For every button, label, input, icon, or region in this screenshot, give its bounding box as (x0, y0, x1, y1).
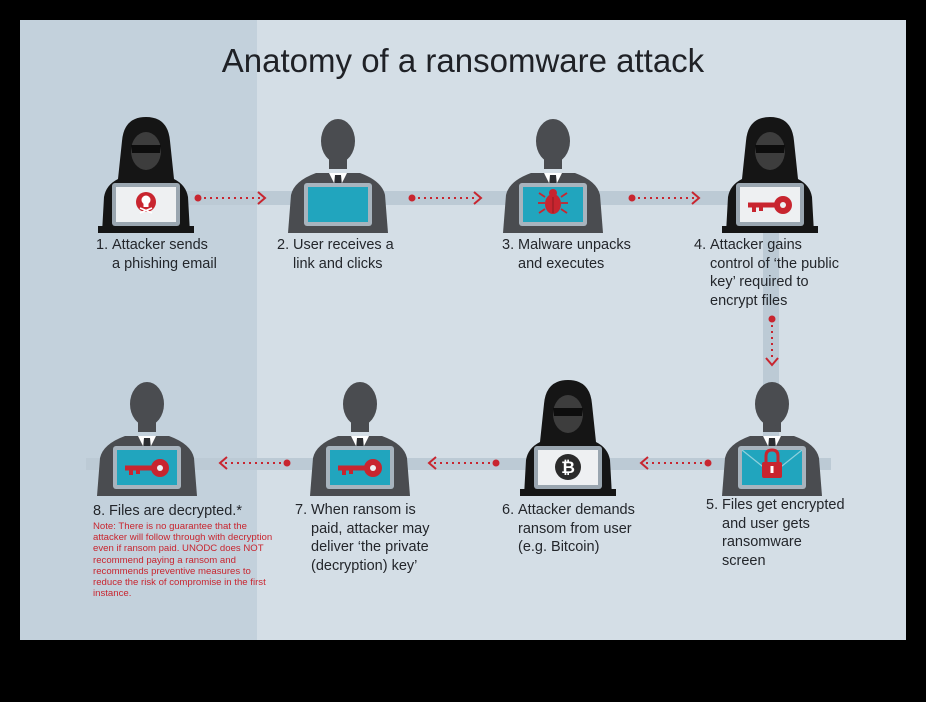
step-number: 4. (694, 237, 707, 253)
step-2-caption: 2. User receives a link and clicks (277, 236, 394, 273)
arrow-6-to-7 (427, 456, 500, 470)
arrow-3-to-4 (628, 191, 701, 205)
arrow-5-to-6 (639, 456, 712, 470)
step-text: Attacker demands ransom from user (e.g. … (518, 502, 635, 555)
arrow-1-to-2 (194, 191, 267, 205)
user-figure-8 (97, 382, 197, 496)
step-text: Files are decrypted.* (109, 503, 242, 519)
diagram-title: Anatomy of a ransomware attack (221, 42, 705, 79)
user-figure-3 (503, 119, 603, 233)
arrow-7-to-8 (218, 456, 291, 470)
step-5-caption: 5. Files get encrypted and user gets ran… (706, 496, 845, 570)
svg-text:₿: ₿ (561, 458, 575, 477)
step-number: 1. (96, 237, 109, 253)
step-4-caption: 4. Attacker gains control of ‘the public… (694, 236, 839, 310)
bug-icon (538, 189, 568, 214)
step-text: When ransom is paid, attacker may delive… (311, 502, 430, 574)
step-number: 3. (502, 237, 515, 253)
user-figure-7 (310, 382, 410, 496)
diagram-panel: Anatomy of a ransomware attack (20, 20, 906, 640)
lock-icon (762, 448, 782, 478)
step-1-caption: 1. Attacker sends a phishing email (96, 236, 217, 273)
diagram-art: ₿ (86, 117, 831, 496)
attacker-figure-4 (722, 117, 818, 233)
step-7-caption: 7. When ransom is paid, attacker may del… (295, 501, 429, 575)
step-8-caption: 8. Files are decrypted.* (93, 502, 242, 521)
step-number: 5. (706, 497, 719, 513)
skull-icon (136, 192, 156, 214)
step-text: Files get encrypted and user gets ransom… (722, 497, 845, 569)
user-figure-2 (288, 119, 388, 233)
attacker-figure-6: ₿ (520, 380, 616, 496)
step-text: Attacker gains control of ‘the public ke… (710, 237, 839, 309)
step-text: User receives a link and clicks (293, 237, 394, 272)
user-figure-5 (722, 382, 822, 496)
step-text: Attacker sends a phishing email (112, 237, 217, 272)
arrow-4-to-5 (765, 315, 779, 367)
step-number: 8. (93, 503, 106, 519)
step-number: 6. (502, 502, 515, 518)
step-text: Malware unpacks and executes (518, 237, 631, 272)
step-6-caption: 6. Attacker demands ransom from user (e.… (502, 501, 635, 557)
attacker-figure-1 (98, 117, 194, 233)
bitcoin-icon: ₿ (555, 454, 581, 480)
step-number: 2. (277, 237, 290, 253)
arrow-2-to-3 (408, 191, 483, 205)
step-number: 7. (295, 502, 308, 518)
step-3-caption: 3. Malware unpacks and executes (502, 236, 631, 273)
disclaimer-note: Note: There is no guarantee that the att… (93, 521, 273, 600)
